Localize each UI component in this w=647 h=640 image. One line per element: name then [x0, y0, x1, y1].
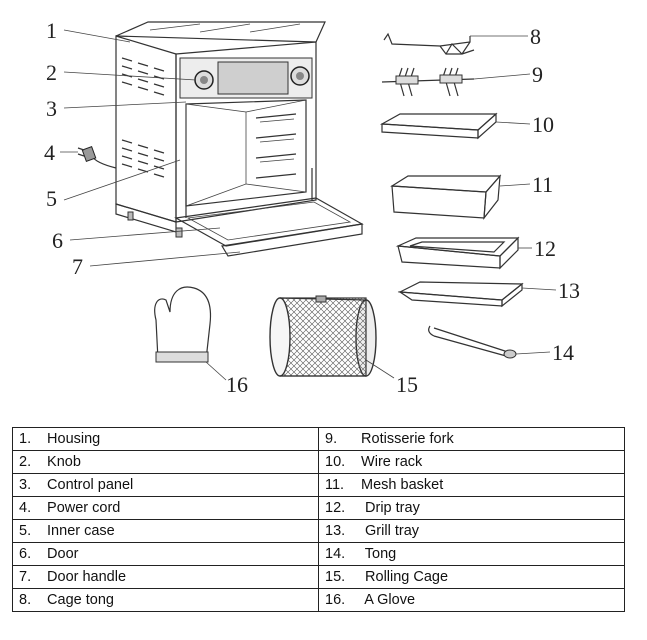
rolling-cage-illustration — [269, 295, 377, 377]
part-cell: 11. Mesh basket — [318, 473, 625, 497]
callout-7: 7 — [72, 254, 83, 279]
power-cord — [77, 146, 117, 169]
drip-tray-illustration — [395, 236, 520, 270]
table-row: 8. Cage tong 16. A Glove — [12, 588, 625, 612]
part-cell: 1. Housing — [12, 427, 319, 451]
tong-illustration — [428, 325, 517, 359]
oven-illustration — [77, 21, 364, 257]
part-cell: 4. Power cord — [12, 496, 319, 520]
part-cell: 15. Rolling Cage — [318, 565, 625, 589]
cage-tong-illustration — [383, 32, 475, 55]
callout-13: 13 — [558, 278, 580, 303]
callout-4: 4 — [44, 140, 55, 165]
door-handle — [221, 223, 363, 257]
diagram-canvas: 1 2 3 4 5 6 7 8 9 10 11 12 13 14 15 16 — [44, 18, 580, 397]
part-cell: 7. Door handle — [12, 565, 319, 589]
callout-labels: 1 2 3 4 5 6 7 8 9 10 11 12 13 14 15 16 — [44, 18, 580, 397]
oven-housing-side — [115, 35, 177, 223]
exploded-parts-diagram: 1 2 3 4 5 6 7 8 9 10 11 12 13 14 15 16 — [44, 18, 580, 397]
grill-tray-illustration — [397, 281, 524, 308]
display-window — [217, 61, 289, 95]
mesh-basket-illustration — [390, 174, 502, 220]
table-row: 6. Door 14. Tong — [12, 542, 625, 566]
part-cell: 5. Inner case — [12, 519, 319, 543]
callout-9: 9 — [532, 62, 543, 87]
callout-16: 16 — [226, 372, 248, 397]
part-cell: 8. Cage tong — [12, 588, 319, 612]
callout-5: 5 — [46, 186, 57, 211]
table-row: 2. Knob 10. Wire rack — [12, 450, 625, 474]
leader-lines — [60, 29, 557, 381]
callout-8: 8 — [530, 24, 541, 49]
callout-2: 2 — [46, 60, 57, 85]
part-cell: 2. Knob — [12, 450, 319, 474]
part-cell: 3. Control panel — [12, 473, 319, 497]
table-row: 1. Housing 9. Rotisserie fork — [12, 427, 625, 451]
table-row: 3. Control panel 11. Mesh basket — [12, 473, 625, 497]
table-row: 4. Power cord 12. Drip tray — [12, 496, 625, 520]
glove-illustration — [154, 286, 212, 363]
side-vents — [121, 57, 165, 178]
callout-3: 3 — [46, 96, 57, 121]
callout-14: 14 — [552, 340, 574, 365]
parts-list-table: 1. Housing 9. Rotisserie fork 2. Knob 10… — [12, 427, 625, 612]
part-cell: 14. Tong — [318, 542, 625, 566]
oven-top — [115, 21, 326, 43]
part-cell: 9. Rotisserie fork — [318, 427, 625, 451]
callout-10: 10 — [532, 112, 554, 137]
part-cell: 16. A Glove — [318, 588, 625, 612]
part-cell: 6. Door — [12, 542, 319, 566]
table-row: 7. Door handle 15. Rolling Cage — [12, 565, 625, 589]
part-cell: 12. Drip tray — [318, 496, 625, 520]
oven-front — [175, 41, 317, 223]
callout-15: 15 — [396, 372, 418, 397]
callout-12: 12 — [534, 236, 556, 261]
callout-11: 11 — [532, 172, 553, 197]
part-cell: 10. Wire rack — [318, 450, 625, 474]
wire-rack-illustration — [379, 112, 498, 140]
part-cell: 13. Grill tray — [318, 519, 625, 543]
callout-1: 1 — [46, 18, 57, 43]
table-row: 5. Inner case 13. Grill tray — [12, 519, 625, 543]
rotisserie-fork-illustration — [381, 67, 475, 97]
callout-6: 6 — [52, 228, 63, 253]
